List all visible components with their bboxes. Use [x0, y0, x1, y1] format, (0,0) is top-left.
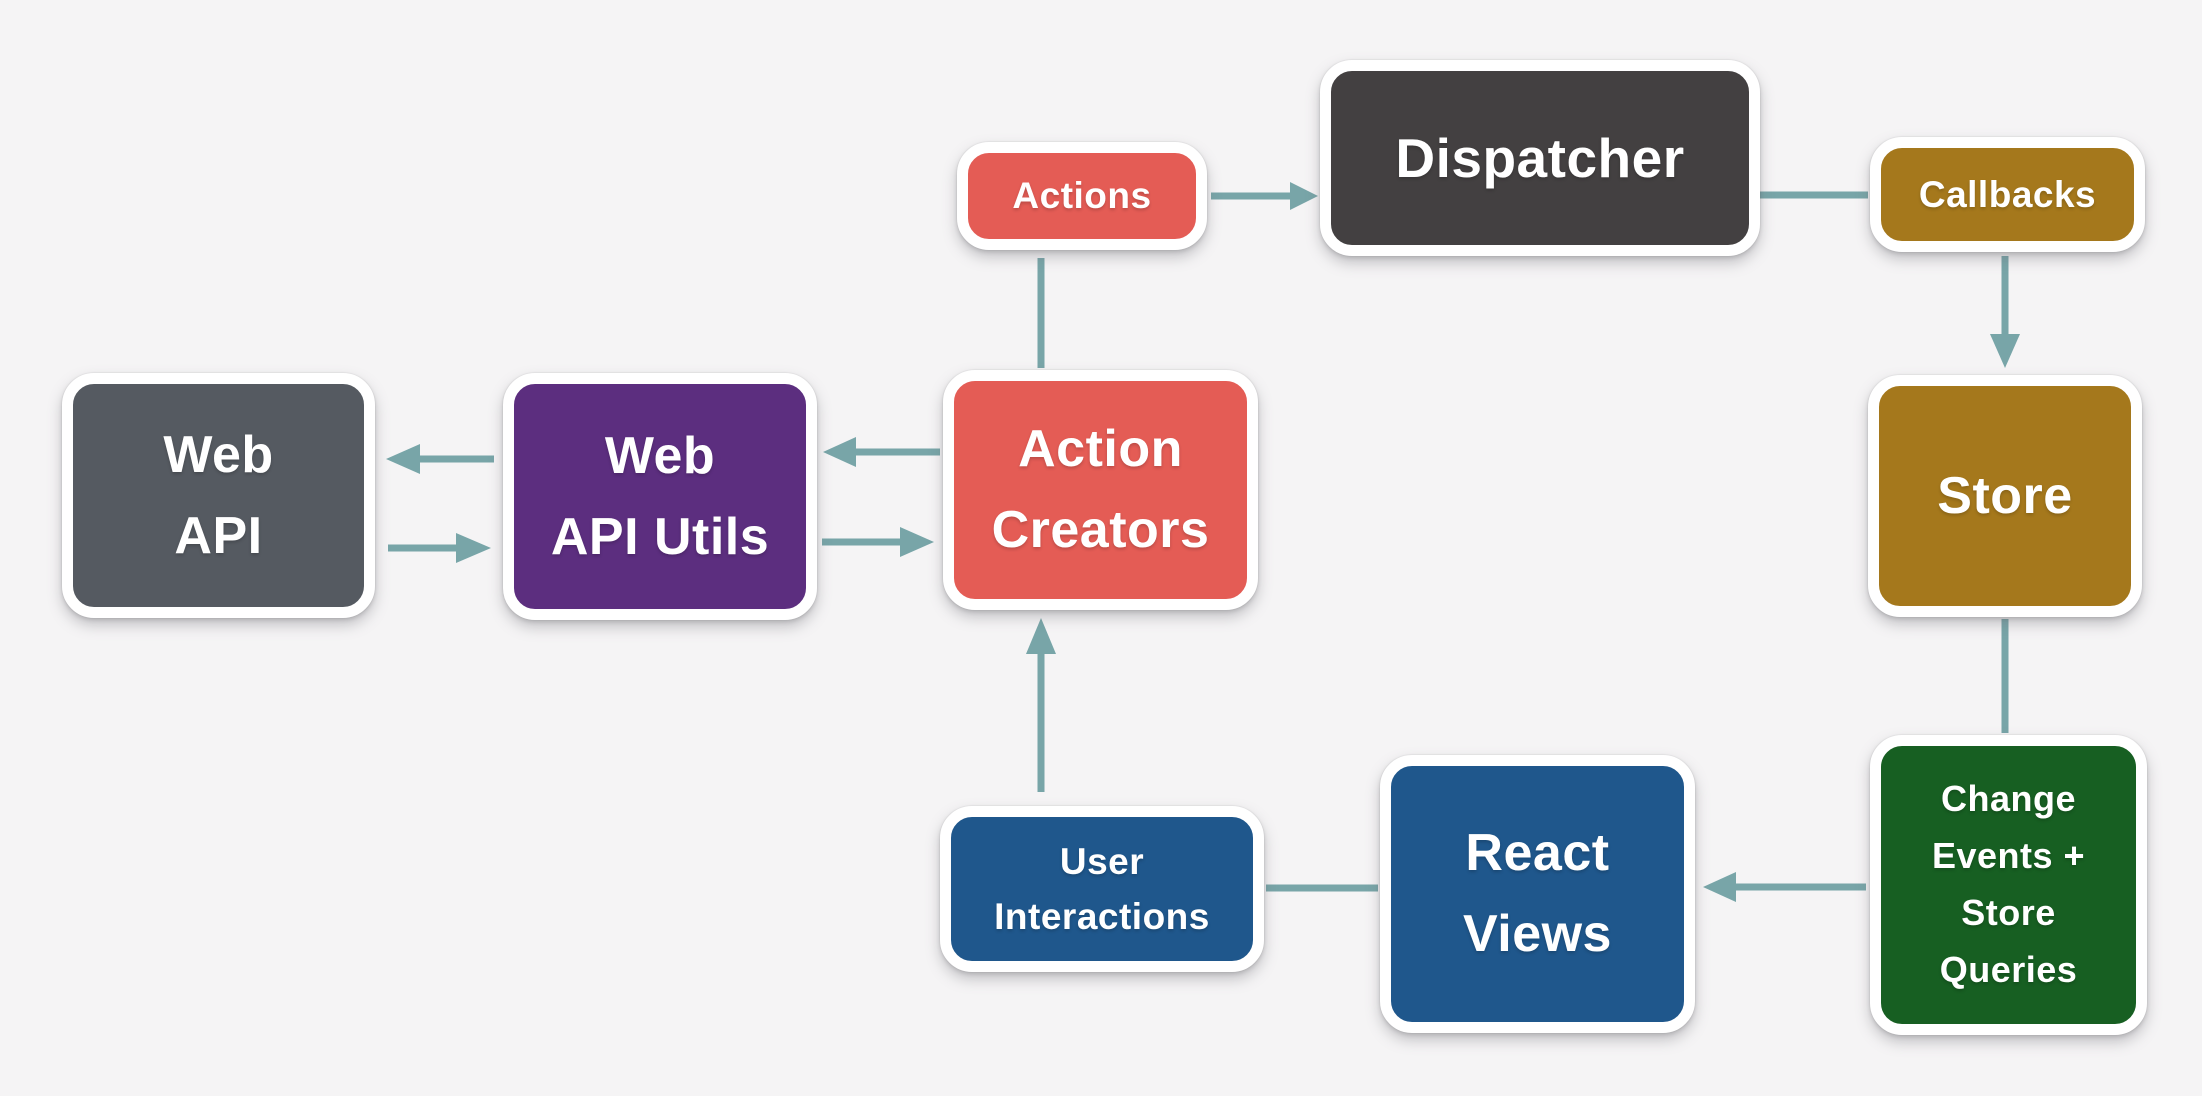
node-dispatcher-label-text: Dispatcher — [1395, 127, 1685, 189]
edge-change-events-to-react-views — [1703, 872, 1866, 902]
edge-callbacks-to-store-arrowhead — [1990, 334, 2020, 368]
node-dispatcher-label: Dispatcher — [1395, 125, 1684, 191]
edge-web-api-utils-to-action-creators-arrowhead — [900, 527, 934, 557]
node-change-events-label-line-4: Queries — [1939, 948, 2078, 990]
node-store-label: Store — [1937, 456, 2072, 537]
edge-action-creators-to-web-api-utils-arrowhead — [823, 437, 856, 467]
node-react-views-label: React Views — [1463, 813, 1612, 974]
node-user-interactions-label: User Interactions — [994, 834, 1210, 945]
node-store: Store — [1868, 375, 2142, 617]
edge-change-events-to-react-views-arrowhead — [1703, 872, 1736, 902]
node-dispatcher: Dispatcher — [1320, 60, 1760, 256]
edge-web-api-utils-to-web-api — [386, 444, 494, 474]
node-user-interactions: User Interactions — [940, 806, 1264, 972]
edge-web-api-to-web-api-utils — [388, 533, 491, 563]
node-web-api-utils: Web API Utils — [503, 373, 817, 620]
edge-action-creators-to-web-api-utils — [823, 437, 940, 467]
node-react-views-label-line-1: React — [1465, 824, 1610, 883]
node-web-api-label-line-2: API — [174, 506, 263, 565]
node-actions-label: Actions — [1012, 168, 1151, 224]
node-callbacks: Callbacks — [1870, 137, 2145, 252]
node-callbacks-label-text: Callbacks — [1918, 173, 2097, 215]
node-actions: Actions — [957, 142, 1207, 250]
node-action-creators-label-line-2: Creators — [991, 501, 1210, 559]
node-change-events-label-line-2: Events + — [1931, 835, 2086, 877]
node-web-api-utils-label: Web API Utils — [551, 416, 769, 577]
node-action-creators-label: Action Creators — [992, 409, 1210, 570]
node-user-interactions-label-line-1: User — [1059, 840, 1145, 882]
node-store-label-text: Store — [1937, 466, 2073, 525]
edge-callbacks-to-store — [1990, 256, 2020, 368]
node-change-events-store-queries-label: Change Events + Store Queries — [1932, 771, 2085, 999]
node-web-api-utils-label-line-1: Web — [604, 426, 716, 485]
node-react-views-label-line-2: Views — [1463, 905, 1612, 963]
edge-user-interactions-to-action-creators-arrowhead — [1026, 618, 1056, 654]
node-action-creators: Action Creators — [943, 370, 1258, 610]
node-action-creators-label-line-1: Action — [1018, 420, 1183, 479]
node-user-interactions-label-line-2: Interactions — [994, 896, 1210, 937]
edge-actions-to-dispatcher — [1211, 182, 1318, 210]
edge-user-interactions-to-action-creators — [1026, 618, 1056, 792]
node-web-api-utils-label-line-2: API Utils — [550, 507, 770, 566]
edge-web-api-to-web-api-utils-arrowhead — [456, 533, 491, 563]
edge-web-api-utils-to-action-creators — [822, 527, 934, 557]
node-change-events-store-queries: Change Events + Store Queries — [1870, 735, 2147, 1035]
edge-web-api-utils-to-web-api-arrowhead — [386, 444, 420, 474]
node-web-api: Web API — [62, 373, 375, 618]
node-actions-label-text: Actions — [1012, 175, 1152, 217]
node-web-api-label-line-1: Web — [163, 425, 274, 484]
node-callbacks-label: Callbacks — [1919, 167, 2096, 223]
node-change-events-label-line-3: Store — [1961, 892, 2056, 933]
node-web-api-label: Web API — [163, 415, 273, 576]
node-react-views: React Views — [1380, 755, 1695, 1033]
node-change-events-label-line-1: Change — [1940, 778, 2076, 820]
edge-actions-to-dispatcher-arrowhead — [1290, 182, 1318, 210]
